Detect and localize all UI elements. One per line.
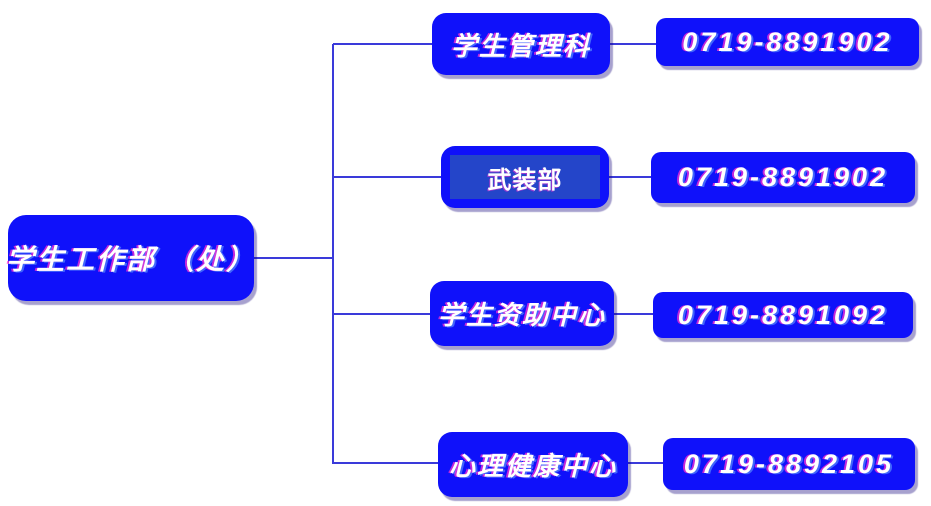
node-dept-label: 心理健康中心 [448, 451, 617, 481]
connector-trunk [332, 44, 334, 464]
node-dept-student-management[interactable]: 学生管理科 [432, 13, 610, 75]
phone-number-label: 0719-8891902 [682, 26, 893, 57]
node-dept-label: 武装部 [487, 166, 563, 194]
phone-number-label: 0719-8891092 [677, 299, 889, 330]
phone-number-label: 0719-8892105 [683, 448, 895, 479]
phone-dept-armed-forces[interactable]: 0719-8891902 [651, 152, 915, 203]
node-root-label: 学生工作部 （处） [6, 244, 256, 275]
connector-phone-1 [610, 43, 656, 45]
connector-branch-4 [333, 462, 438, 464]
phone-number-label: 0719-8891902 [677, 162, 889, 192]
phone-dept-financial-aid[interactable]: 0719-8891092 [653, 292, 913, 338]
node-root[interactable]: 学生工作部 （处） [6, 215, 256, 301]
phone-dept-mental-health[interactable]: 0719-8892105 [663, 438, 915, 490]
connector-root-to-trunk [254, 257, 333, 259]
selection-highlight: 武装部 [450, 155, 600, 199]
node-dept-label: 学生管理科 [450, 30, 591, 61]
phone-dept-student-management[interactable]: 0719-8891902 [656, 18, 919, 66]
node-dept-financial-aid[interactable]: 学生资助中心 [430, 281, 614, 346]
connector-phone-2 [609, 176, 651, 178]
node-dept-armed-forces[interactable]: 武装部 [441, 146, 609, 208]
connector-phone-3 [614, 313, 653, 315]
node-dept-label: 学生资助中心 [437, 300, 606, 330]
connector-branch-1 [333, 43, 432, 45]
node-dept-mental-health[interactable]: 心理健康中心 [438, 432, 628, 497]
connector-phone-4 [628, 462, 663, 464]
connector-branch-3 [333, 313, 430, 315]
connector-branch-2 [333, 176, 441, 178]
